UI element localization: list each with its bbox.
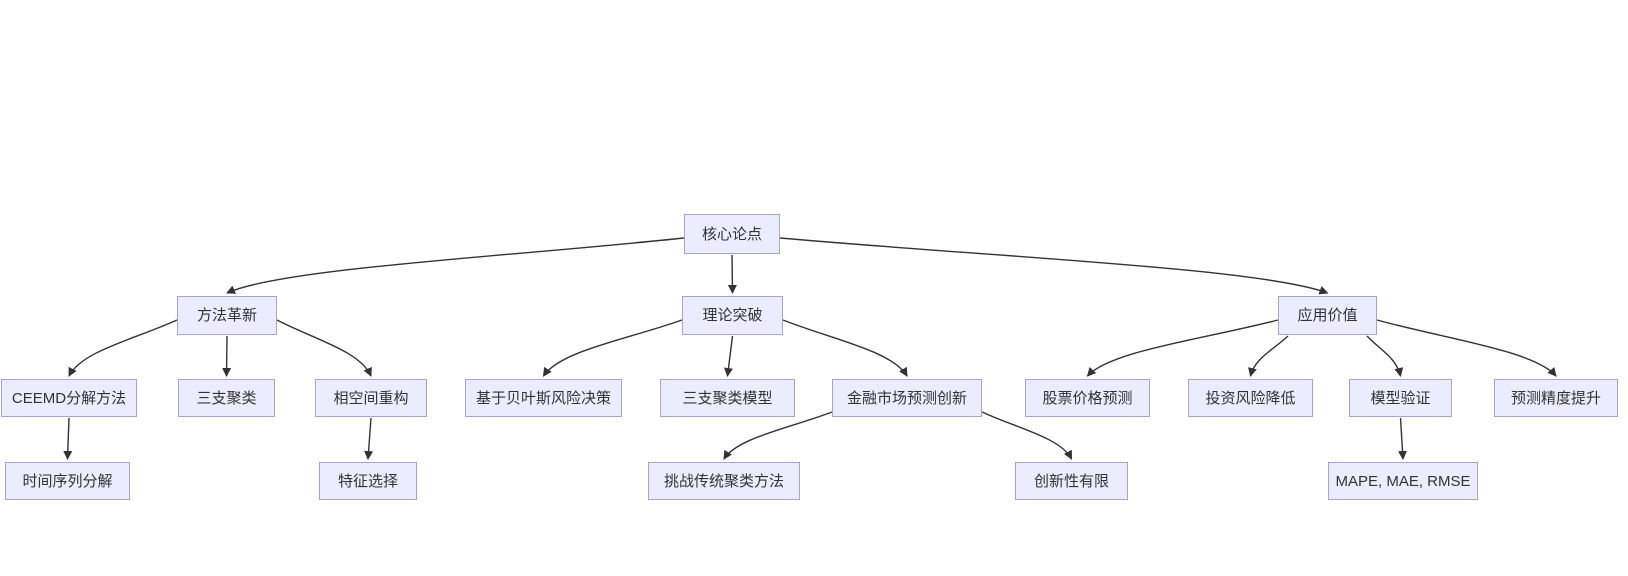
node-challenge-traditional: 挑战传统聚类方法 [648, 462, 800, 500]
node-ceemd: CEEMD分解方法 [1, 379, 137, 417]
node-three-way-model: 三支聚类模型 [660, 379, 795, 417]
node-bayes-risk: 基于贝叶斯风险决策 [465, 379, 622, 417]
edge-root-to-theory [727, 254, 737, 294]
edge-application-to-model-validation [1366, 335, 1404, 377]
node-accuracy-improvement: 预测精度提升 [1494, 379, 1618, 417]
edge-theory-to-fin-market-innovation [782, 319, 908, 377]
edge-application-to-stock-prediction [1086, 319, 1279, 377]
node-three-way-clustering: 三支聚类 [178, 379, 275, 417]
node-root: 核心论点 [684, 214, 780, 254]
node-stock-prediction: 股票价格预测 [1025, 379, 1150, 417]
node-phase-space: 相空间重构 [315, 379, 427, 417]
edge-root-to-method [226, 237, 685, 294]
edge-model-validation-to-metrics [1398, 417, 1408, 460]
edge-method-to-three-way-clustering [222, 335, 232, 377]
edge-method-to-phase-space [276, 319, 372, 377]
node-feature-selection: 特征选择 [319, 462, 417, 500]
edge-method-to-ceemd [68, 319, 178, 377]
node-limited-novelty: 创新性有限 [1015, 462, 1128, 500]
node-theory: 理论突破 [682, 296, 783, 335]
edge-theory-to-three-way-model [724, 335, 734, 377]
node-application: 应用价值 [1278, 296, 1377, 335]
node-method: 方法革新 [177, 296, 277, 335]
edge-fin-market-innovation-to-limited-novelty [981, 411, 1073, 460]
edge-application-to-risk-reduction [1248, 335, 1289, 377]
edge-ceemd-to-ts-decomposition [63, 417, 73, 460]
edge-application-to-accuracy-improvement [1376, 319, 1557, 377]
edge-theory-to-bayes-risk [542, 319, 683, 377]
edge-root-to-application [779, 237, 1329, 295]
node-metrics: MAPE, MAE, RMSE [1328, 462, 1478, 500]
edge-phase-space-to-feature-selection [364, 417, 374, 460]
node-ts-decomposition: 时间序列分解 [5, 462, 130, 500]
node-fin-market-innovation: 金融市场预测创新 [832, 379, 982, 417]
node-model-validation: 模型验证 [1349, 379, 1452, 417]
edge-fin-market-innovation-to-challenge-traditional [723, 411, 833, 460]
node-risk-reduction: 投资风险降低 [1188, 379, 1313, 417]
